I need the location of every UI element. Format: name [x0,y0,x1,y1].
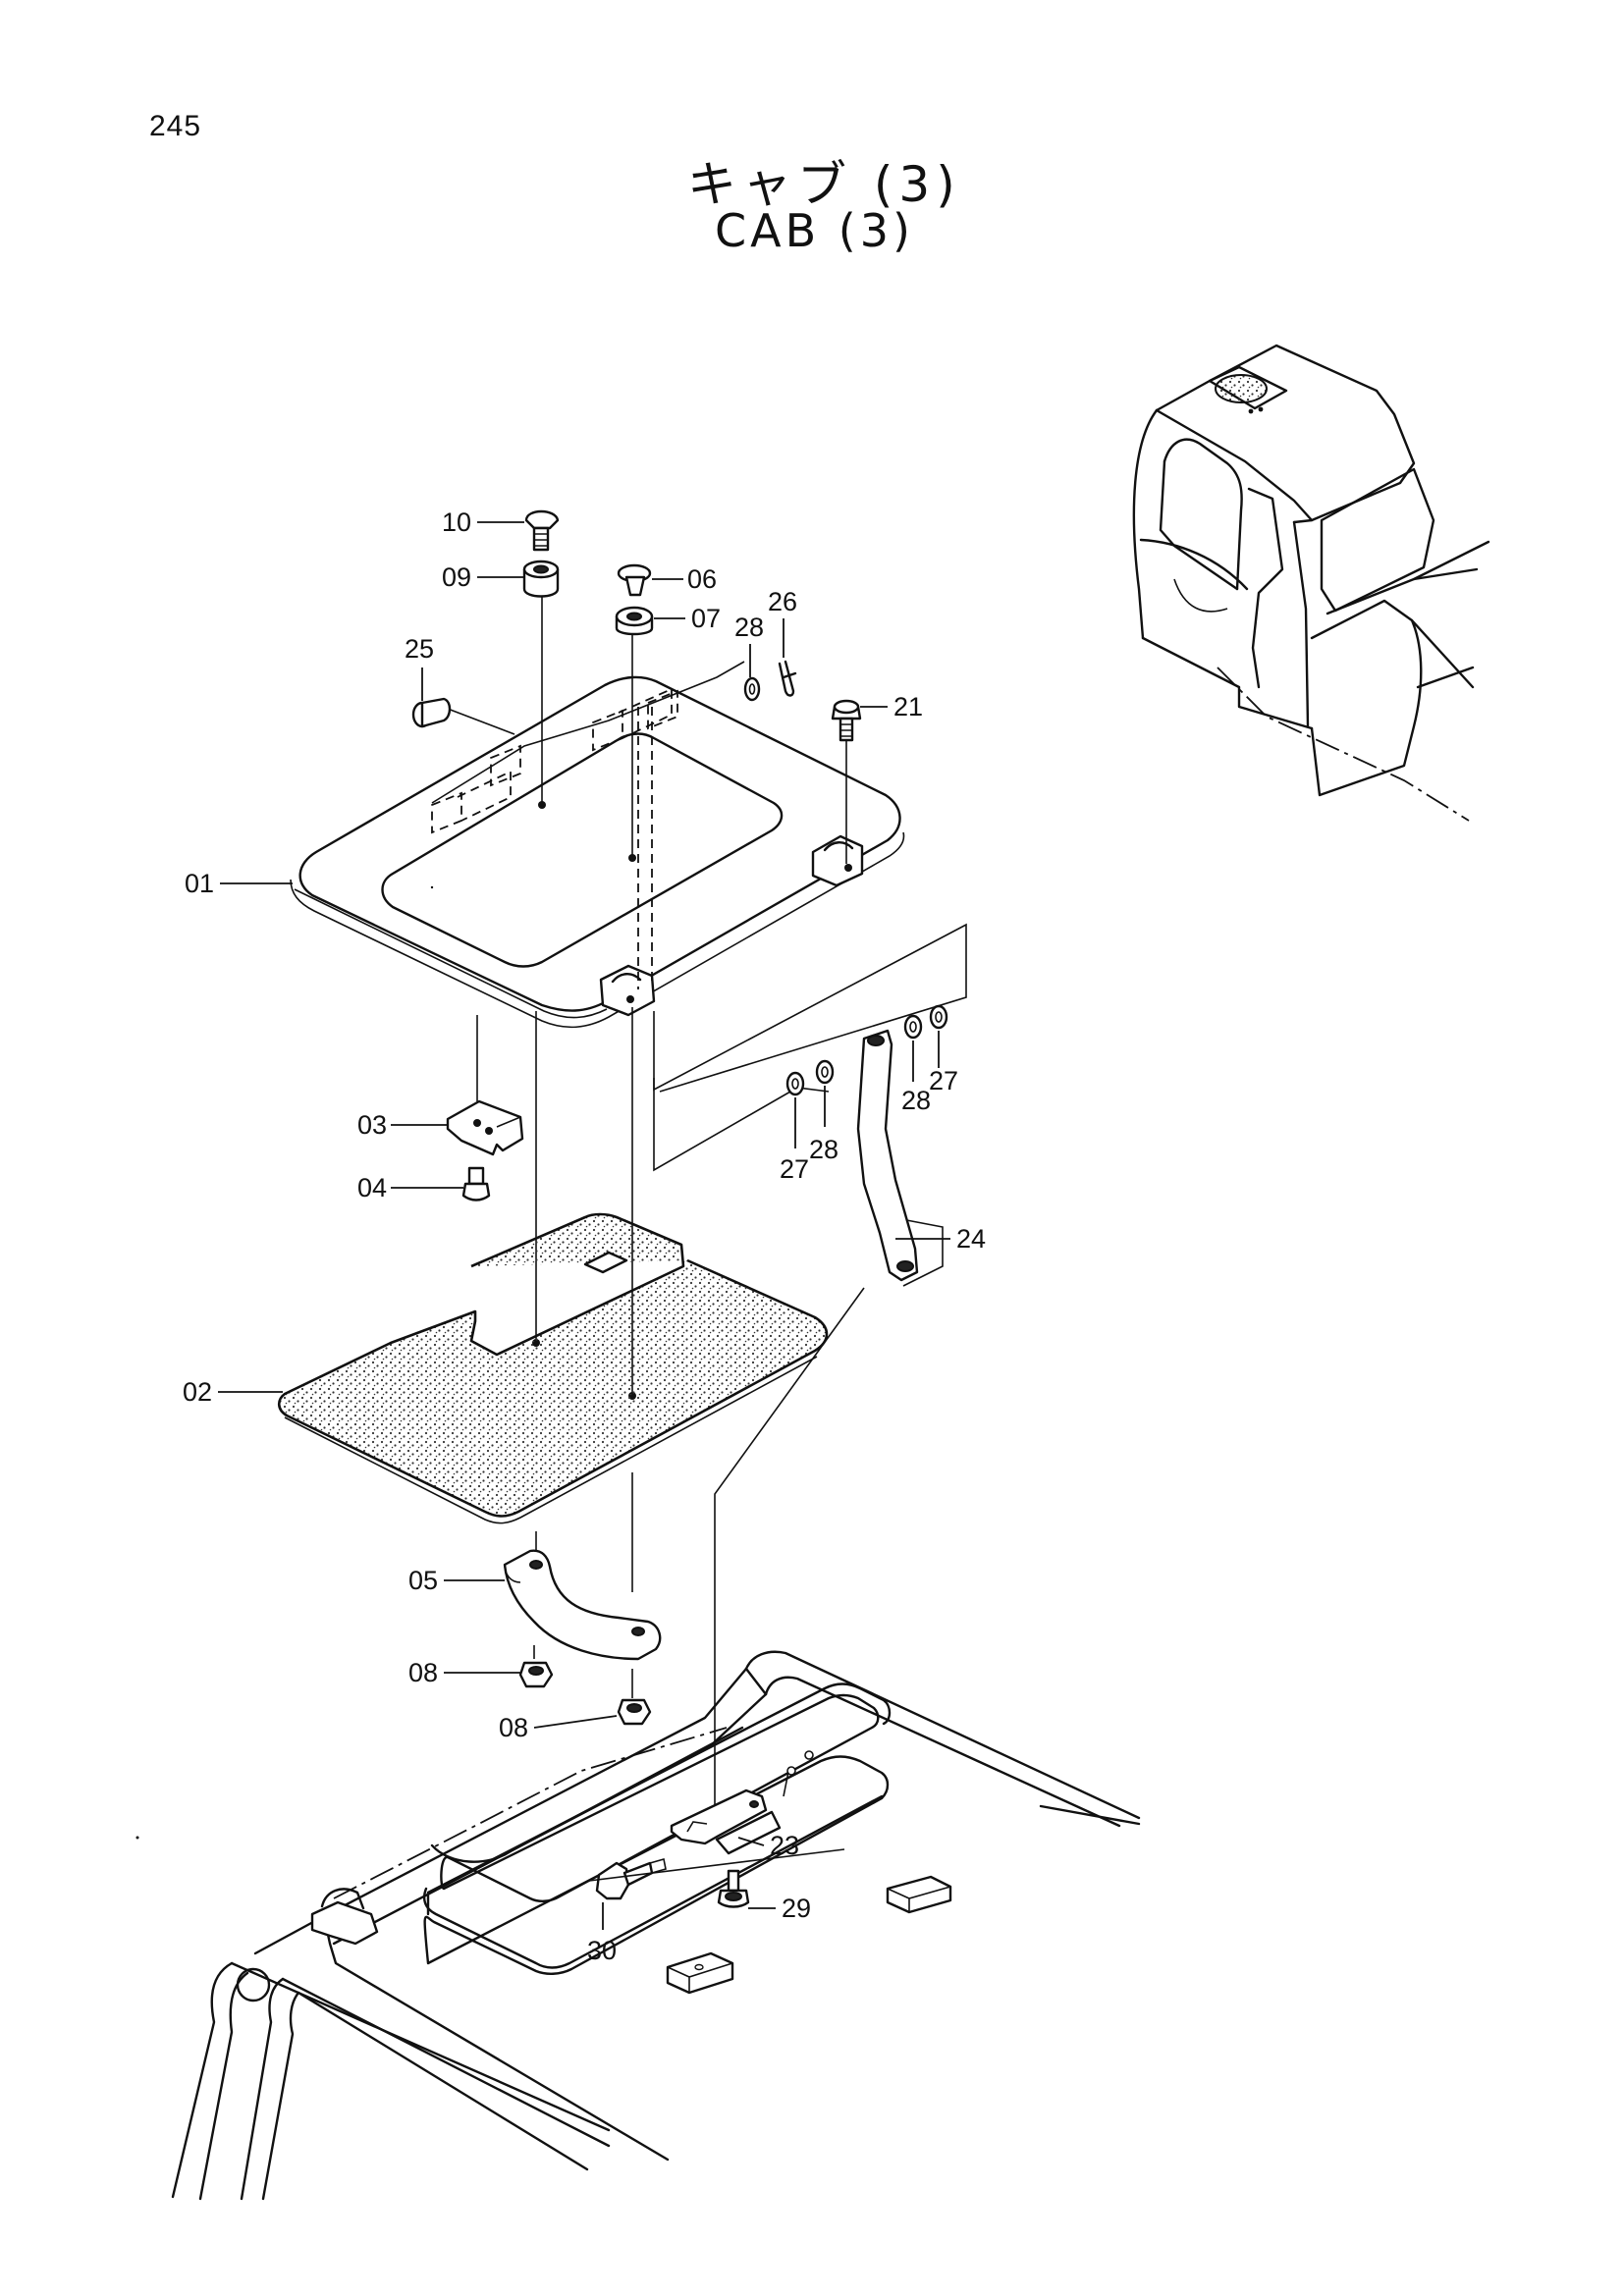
callout-21: 21 [893,692,923,721]
rubber-block-bottom [666,1951,734,1995]
callout-26: 26 [768,587,797,616]
part-21-bolt [831,699,862,742]
callout-23: 23 [770,1831,799,1860]
callout-labels: 10 09 06 07 25 28 26 21 01 03 04 28 27 2… [183,507,986,1965]
callout-28-top: 28 [734,613,764,642]
part-23-latch [670,1750,814,1855]
part-26-clip [778,660,797,697]
part-05-handle [503,1549,662,1661]
part-29-bolt [717,1869,750,1908]
page-number: 245 [149,110,202,142]
callout-09: 09 [442,562,471,592]
part-25-pin [411,697,452,728]
callout-leaders [218,521,950,1930]
callout-02: 02 [183,1377,212,1407]
callout-03: 03 [357,1110,387,1140]
washers-right [785,1004,948,1096]
callout-29: 29 [782,1894,811,1923]
callout-24: 24 [956,1224,986,1254]
part-28-washer-top [743,676,761,702]
hatch-cover-01 [290,675,905,1029]
callout-01: 01 [185,869,214,898]
part-03-bracket [446,1099,524,1156]
title-english: CAB (3) [715,204,914,257]
callout-27-right: 27 [929,1066,958,1095]
callout-07: 07 [691,604,721,633]
part-10-screw [524,509,560,552]
cab-roof-section [171,1650,1141,2201]
title-japanese: キャブ (3) [687,156,961,213]
callout-06: 06 [687,564,717,594]
part-08-nut-a [518,1661,554,1688]
callout-05: 05 [408,1566,438,1595]
cab-overview-inset [1132,344,1490,822]
part-08-nut-b [617,1698,652,1726]
callout-27-mid: 27 [780,1154,809,1184]
callout-28-right: 28 [901,1086,931,1115]
part-24-link [856,1029,919,1282]
floor-mat-02 [277,1212,829,1524]
part-30-knob [595,1857,667,1900]
callout-28-mid: 28 [809,1135,839,1164]
part-06-screw [617,563,652,597]
callout-08-a: 08 [408,1658,438,1687]
part-09-bushing [522,560,560,598]
callout-25: 25 [405,634,434,664]
callout-10: 10 [442,507,471,537]
assembly-lines [431,593,967,1820]
callout-30: 30 [587,1936,617,1965]
callout-04: 04 [357,1173,387,1202]
rubber-block-right [886,1875,952,1914]
callout-08-b: 08 [499,1713,528,1742]
latch-axis-line [588,1848,845,1882]
part-04-bolt [461,1166,491,1201]
part-07-grommet [615,606,654,636]
